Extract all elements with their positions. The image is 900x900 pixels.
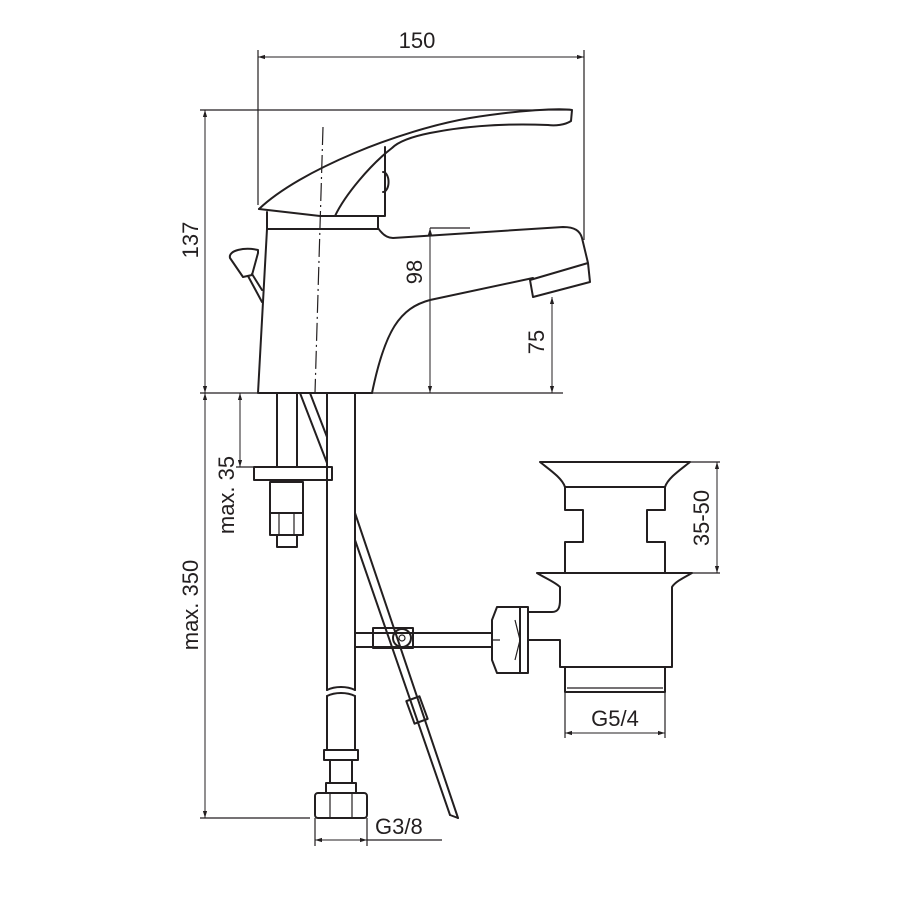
dimension-outlet-height: 75 xyxy=(524,297,555,393)
lever-handle xyxy=(258,108,573,217)
popup-rod xyxy=(299,392,493,819)
lever-screw xyxy=(382,171,390,193)
dimension-waste-thread: G5/4 xyxy=(564,692,666,738)
label-height: 137 xyxy=(178,222,203,259)
dimension-waste-range: 35-50 xyxy=(689,461,720,574)
dimension-deck-thickness: max. 35 xyxy=(214,393,254,534)
dimension-hose-length: max. 350 xyxy=(178,393,310,819)
dimension-supply-thread: G3/8 xyxy=(314,814,442,846)
centerline xyxy=(314,126,324,394)
label-waste-thread: G5/4 xyxy=(591,706,639,731)
dimension-width: 150 xyxy=(257,28,585,240)
label-spout-height: 98 xyxy=(402,260,427,284)
label-outlet-height: 75 xyxy=(524,330,549,354)
popup-knob xyxy=(228,247,263,303)
supply-hose xyxy=(314,392,368,819)
popup-waste xyxy=(491,461,693,693)
dimension-height: 137 xyxy=(178,109,572,393)
label-supply-thread: G3/8 xyxy=(375,814,423,839)
faucet-body xyxy=(228,108,591,394)
label-width: 150 xyxy=(399,28,436,53)
mounting-kit xyxy=(253,392,333,548)
label-deck-thickness: max. 35 xyxy=(214,456,239,534)
dimension-spout-height: 98 xyxy=(402,227,470,393)
label-hose-length: max. 350 xyxy=(178,560,203,651)
label-waste-range: 35-50 xyxy=(689,490,714,546)
